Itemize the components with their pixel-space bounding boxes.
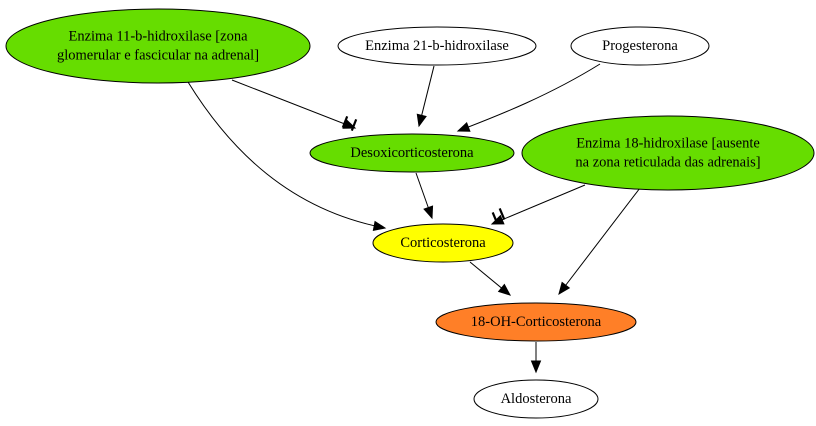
node-ellipse xyxy=(473,379,599,419)
node-ellipse xyxy=(521,115,815,191)
arrowhead xyxy=(416,113,427,128)
edge-oh-corticosterona-to-aldosterona xyxy=(530,342,542,374)
node-enz18: Enzima 18-hidroxilase [ausente na zona re… xyxy=(521,115,815,191)
edge-line xyxy=(491,184,586,225)
node-ellipse xyxy=(372,223,514,263)
arrowhead xyxy=(497,283,512,296)
arrowhead xyxy=(372,220,387,232)
node-corticosterona: Corticosterona xyxy=(372,223,514,263)
nodes-layer: Enzima 11-b-hidroxilase [zona glomerular … xyxy=(5,8,815,419)
tee-mark xyxy=(350,119,358,131)
node-aldosterona: Aldosterona xyxy=(473,379,599,419)
arrowhead xyxy=(530,360,542,374)
node-enz21b: Enzima 21-b-hidroxilase xyxy=(337,26,537,66)
edges-layer xyxy=(187,63,641,374)
node-enz11b: Enzima 11-b-hidroxilase [zona glomerular … xyxy=(5,8,311,84)
edge-progesterona-to-desoxicorticosterona xyxy=(456,63,601,132)
tee-mark xyxy=(491,212,499,224)
edge-enz11b-to-corticosterona xyxy=(187,81,387,232)
edge-enz11b-to-desoxicorticosterona xyxy=(231,79,358,131)
node-label: Corticosterona xyxy=(400,235,486,251)
node-label: Progesterona xyxy=(602,38,678,54)
edge-corticosterona-to-oh-corticosterona xyxy=(469,261,512,296)
node-label: Desoxicorticosterona xyxy=(350,145,474,161)
node-oh-corticosterona: 18-OH-Corticosterona xyxy=(435,302,637,342)
node-progesterona: Progesterona xyxy=(570,26,710,66)
node-ellipse xyxy=(570,26,710,66)
tee-mark xyxy=(498,208,506,220)
arrowhead xyxy=(456,122,471,132)
node-ellipse xyxy=(435,302,637,342)
node-label: 18-OH-Corticosterona xyxy=(471,314,602,330)
node-ellipse xyxy=(5,8,311,84)
edge-enz21b-to-desoxicorticosterona xyxy=(416,65,435,128)
node-label: Aldosterona xyxy=(501,391,572,407)
node-ellipse xyxy=(309,133,515,173)
node-desoxicorticosterona: Desoxicorticosterona xyxy=(309,133,515,173)
node-label: Enzima 11-b-hidroxilase [zona xyxy=(68,29,248,45)
arrowhead xyxy=(558,281,571,296)
edge-line xyxy=(457,63,601,132)
edge-line xyxy=(558,187,641,295)
edge-line xyxy=(187,81,386,229)
tee-mark xyxy=(341,116,349,128)
node-ellipse xyxy=(337,26,537,66)
arrowhead xyxy=(423,205,434,220)
node-label: Enzima 21-b-hidroxilase xyxy=(365,38,509,54)
edge-enz18-to-oh-corticosterona xyxy=(558,187,641,296)
node-label: Enzima 18-hidroxilase [ausente xyxy=(576,136,760,152)
node-label: glomerular e fascicular na adrenal] xyxy=(57,48,259,64)
node-label: na zona reticulada das adrenais] xyxy=(575,155,760,171)
edge-desoxicorticosterona-to-corticosterona xyxy=(415,172,434,220)
edge-line xyxy=(231,79,356,129)
edge-enz18-to-corticosterona xyxy=(490,184,586,225)
